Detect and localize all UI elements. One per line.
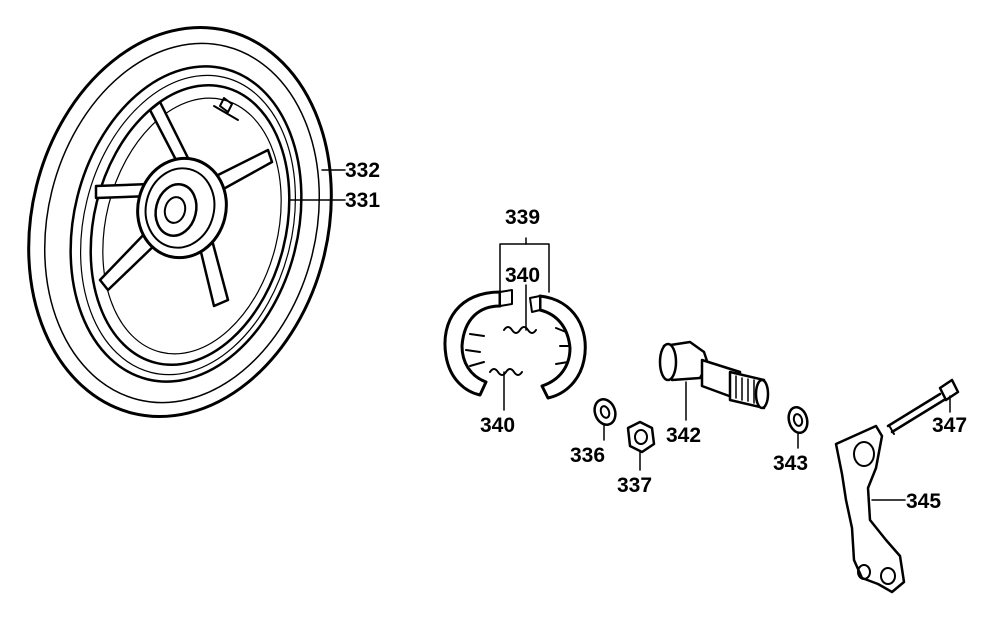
part-label-340-top: 340 xyxy=(505,264,540,287)
brake-shoe-set xyxy=(443,289,587,400)
part-label-342: 342 xyxy=(666,424,701,447)
part-label-340-bottom: 340 xyxy=(480,414,515,437)
nut-337 xyxy=(626,420,656,471)
part-label-343: 343 xyxy=(773,452,808,475)
brake-cam-342 xyxy=(658,340,770,421)
bolt-347 xyxy=(886,378,960,435)
part-label-337: 337 xyxy=(617,474,652,497)
washer-336 xyxy=(593,398,617,441)
part-label-345: 345 xyxy=(906,490,941,513)
wheel-assembly xyxy=(27,26,333,418)
rim xyxy=(89,84,291,366)
part-label-336: 336 xyxy=(570,444,605,467)
part-label-339: 339 xyxy=(505,206,540,229)
part-label-332: 332 xyxy=(345,159,380,182)
part-label-347: 347 xyxy=(932,414,967,437)
washer-343 xyxy=(787,405,809,449)
brake-leader-lines xyxy=(499,237,550,411)
brake-arm-345 xyxy=(834,424,906,594)
part-label-331: 331 xyxy=(345,189,380,212)
